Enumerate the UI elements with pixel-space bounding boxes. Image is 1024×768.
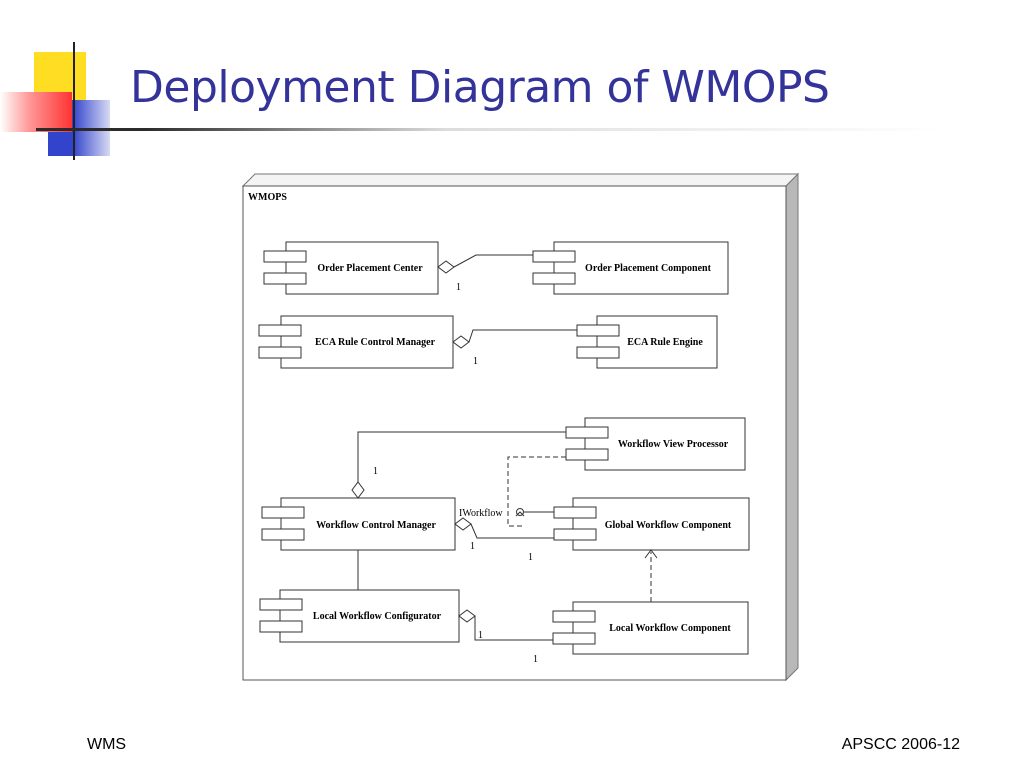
footer-right: APSCC 2006-12 (841, 736, 960, 753)
component-eca-rule-engine: ECA Rule Engine (576, 315, 718, 369)
slide-title: Deployment Diagram of WMOPS (130, 62, 830, 113)
node-label: WMOPS (248, 192, 287, 203)
multiplicity-label: 1 (373, 466, 378, 477)
component-label: ECA Rule Control Manager (315, 337, 436, 348)
multiplicity-label: 1 (528, 552, 533, 563)
dependency-view-to-interface (507, 456, 566, 527)
component-label: Local Workflow Configurator (313, 611, 442, 622)
multiplicity-label: 1 (470, 541, 475, 552)
dependency-local-to-global (644, 549, 658, 602)
component-label: Global Workflow Component (605, 520, 732, 531)
title-underline (36, 128, 946, 131)
connector-opc-to-component (437, 254, 533, 274)
connector-wcm-to-global (454, 517, 554, 539)
component-label: ECA Rule Engine (627, 337, 703, 348)
multiplicity-label: 1 (478, 630, 483, 641)
component-label: Local Workflow Component (609, 623, 731, 634)
multiplicity-label: 1 (456, 282, 461, 293)
connector-wcm-to-view-processor (351, 431, 566, 499)
component-label: Order Placement Component (585, 263, 712, 274)
component-global-workflow-component: Global Workflow Component (553, 497, 750, 551)
component-eca-rule-control-manager: ECA Rule Control Manager (258, 315, 454, 369)
deco-vertical-line (73, 42, 75, 160)
connector-configurator-to-local (458, 609, 553, 641)
component-workflow-view-processor: Workflow View Processor (565, 417, 746, 471)
interface-label: IWorkflow (459, 508, 503, 519)
multiplicity-label: 1 (473, 356, 478, 367)
connector-eca (452, 329, 577, 349)
deco-red-bar (0, 92, 72, 132)
component-local-workflow-component: Local Workflow Component (552, 601, 749, 655)
multiplicity-label: 1 (533, 654, 538, 665)
component-label: Workflow View Processor (618, 439, 729, 450)
footer-left: WMS (87, 736, 127, 753)
component-workflow-control-manager: Workflow Control Manager (261, 497, 456, 551)
component-local-workflow-configurator: Local Workflow Configurator (259, 589, 460, 643)
component-order-placement-center: Order Placement Center (263, 241, 439, 295)
component-label: Order Placement Center (317, 263, 423, 274)
component-order-placement-component: Order Placement Component (532, 241, 729, 295)
component-label: Workflow Control Manager (316, 520, 436, 531)
